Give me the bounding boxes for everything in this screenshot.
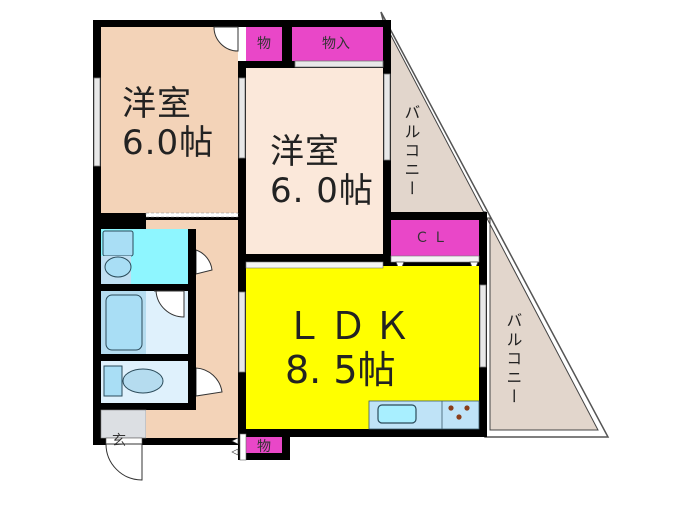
- stove-burner-icon: [448, 405, 454, 411]
- ldk-size: 8. 5帖: [285, 347, 396, 392]
- balcony-lower-label: バルコニー: [503, 312, 523, 407]
- western-room-1-size: 6.0帖: [122, 123, 215, 164]
- western-room-2-label: 洋室 6. 0帖: [270, 132, 374, 212]
- western-room-2-name: 洋室: [270, 132, 340, 172]
- toilet-bowl-icon: [104, 256, 132, 278]
- storage-top-small: [246, 27, 282, 61]
- western-room-2-size: 6. 0帖: [270, 171, 374, 212]
- balcony-upper-label: バルコニー: [401, 104, 421, 199]
- western-room-1: [101, 27, 238, 213]
- sink-icon: [377, 404, 417, 424]
- western-room-2: [246, 68, 383, 254]
- kitchen-counter: [368, 400, 480, 430]
- storage-top-large: [292, 27, 383, 61]
- ldk-label: ＬＤＫ 8. 5帖: [285, 304, 418, 392]
- storage-bottom-label: 物: [257, 439, 271, 455]
- storage-top-large-label: 物入: [322, 36, 350, 52]
- entrance-label: 玄: [112, 433, 126, 449]
- bathroom: [101, 290, 188, 354]
- storage-top-small-label: 物: [257, 36, 271, 52]
- windows: [93, 60, 487, 373]
- western-room-1-name: 洋室: [122, 84, 192, 124]
- western-room-1-label: 洋室 6.0帖: [122, 84, 215, 164]
- closet-cl-label: ＣＬ: [415, 230, 451, 246]
- bathtub-icon: [105, 294, 143, 351]
- toilet-room: [101, 361, 223, 403]
- toilet-icon: [122, 368, 164, 394]
- washroom: [101, 229, 213, 284]
- closet-cl: [391, 220, 479, 256]
- ldk-name: ＬＤＫ: [285, 304, 418, 348]
